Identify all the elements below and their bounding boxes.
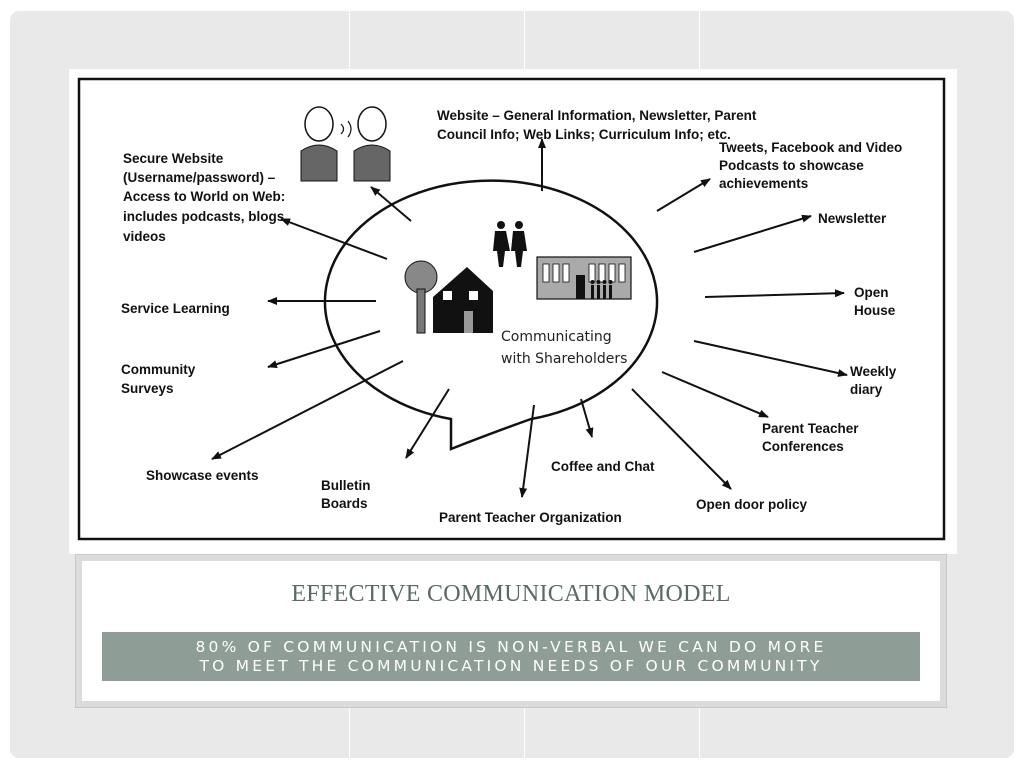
label-open-house: House: [854, 303, 896, 318]
label-secure-website: videos: [123, 229, 166, 244]
label-secure-website: (Username/password) –: [123, 170, 276, 185]
label-weekly-diary: Weekly: [850, 364, 897, 379]
label-weekly-diary: diary: [850, 382, 883, 397]
label-parent-teacher-conferences: Parent Teacher: [762, 421, 859, 436]
arrow-surveys: [267, 330, 381, 369]
label-secure-website: includes podcasts, blogs,: [123, 209, 288, 224]
school-building-icon: [536, 256, 632, 300]
arrow-tweets: [656, 178, 711, 212]
center-label: Communicating: [501, 329, 612, 345]
people-talking-icon: [300, 106, 391, 182]
label-parent-teacher-conferences: Conferences: [762, 439, 844, 454]
diagram-panel: Communicating with Shareholders Website …: [69, 69, 957, 554]
label-bulletin-boards: Bulletin: [321, 478, 371, 493]
label-community-surveys: Community: [121, 362, 196, 377]
diagram-border: [77, 77, 946, 541]
communication-diagram: Communicating with Shareholders Website …: [77, 77, 946, 541]
label-parent-teacher-organization: Parent Teacher Organization: [439, 510, 622, 525]
label-newsletter: Newsletter: [818, 211, 887, 226]
slide-subtitle: 80% OF COMMUNICATION IS NON-VERBAL WE CA…: [195, 638, 827, 656]
label-service-learning: Service Learning: [121, 301, 230, 316]
arrow-open-door: [631, 388, 732, 490]
arrow-secure: [280, 218, 388, 260]
slide-title: EFFECTIVE COMMUNICATION MODEL: [291, 581, 731, 607]
handshake-icon: [493, 221, 527, 267]
arrow-pto: [519, 404, 535, 498]
caption-box: EFFECTIVE COMMUNICATION MODEL 80% OF COM…: [75, 554, 947, 708]
label-bulletin-boards: Boards: [321, 496, 368, 511]
label-website: Council Info; Web Links; Curriculum Info…: [437, 127, 731, 142]
arrow-people: [370, 186, 412, 222]
arrow-open-house: [704, 289, 845, 298]
label-coffee-and-chat: Coffee and Chat: [551, 459, 655, 474]
arrow-ptc: [661, 371, 769, 418]
label-website: Website – General Information, Newslette…: [437, 108, 757, 123]
label-tweets: achievements: [719, 176, 808, 191]
arrow-showcase: [211, 360, 404, 460]
slide-subtitle: TO MEET THE COMMUNICATION NEEDS OF OUR C…: [199, 657, 823, 675]
label-showcase-events: Showcase events: [146, 468, 259, 483]
label-tweets: Tweets, Facebook and Video: [719, 140, 902, 155]
center-label: with Shareholders: [501, 351, 627, 367]
label-community-surveys: Surveys: [121, 381, 174, 396]
tree-house-icon: [404, 260, 493, 334]
slide-background: Communicating with Shareholders Website …: [10, 11, 1014, 758]
arrow-bulletin: [405, 388, 450, 459]
label-open-door-policy: Open door policy: [696, 497, 807, 512]
slide-subtitle-band: 80% OF COMMUNICATION IS NON-VERBAL WE CA…: [102, 632, 920, 681]
label-secure-website: Secure Website: [123, 151, 224, 166]
label-tweets: Podcasts to showcase: [719, 158, 864, 173]
label-secure-website: Access to World on Web:: [123, 189, 285, 204]
label-open-house: Open: [854, 285, 889, 300]
arrow-weekly: [693, 340, 848, 377]
arrow-coffee: [580, 398, 594, 438]
arrows: [211, 138, 848, 498]
arrow-newsletter: [693, 214, 812, 253]
